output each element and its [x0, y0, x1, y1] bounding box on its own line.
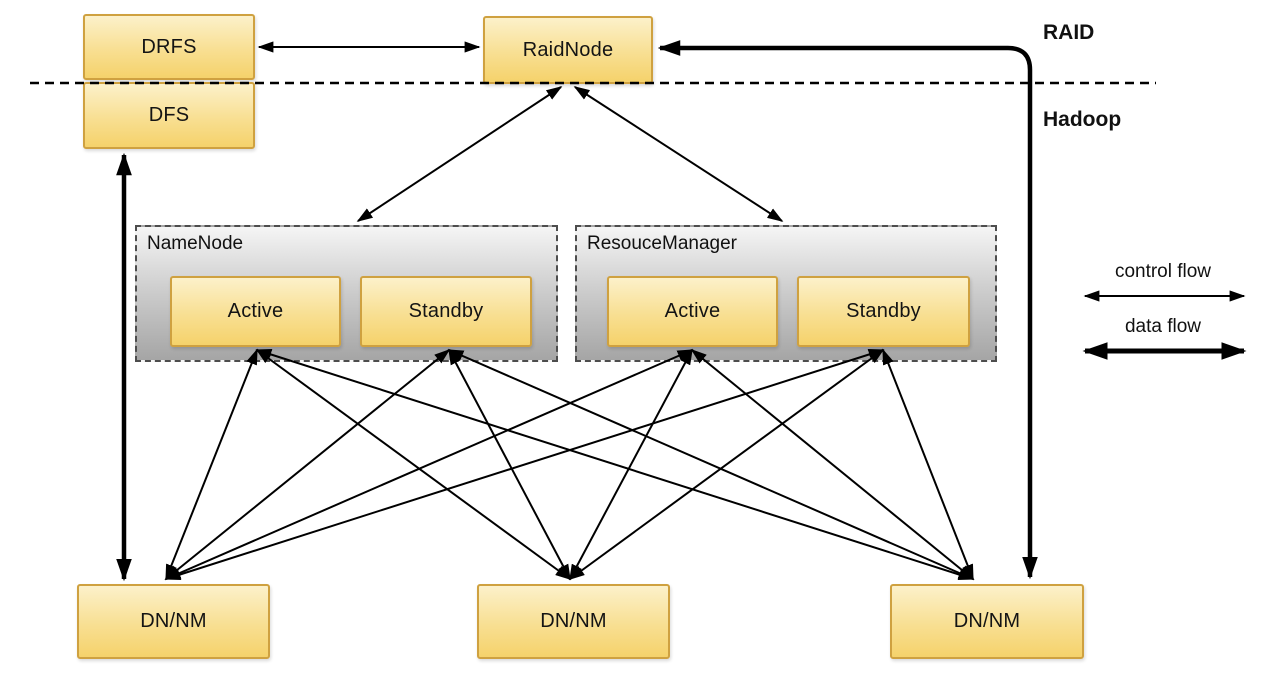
- raid-zone-label: RAID: [1043, 21, 1095, 44]
- raidnode-box: RaidNode: [483, 16, 653, 84]
- edge-rm-active-dnnm3: [690, 348, 975, 581]
- datanode-box-3: DN/NM: [890, 584, 1084, 659]
- edge-rm-standby-dnnm2: [568, 349, 885, 580]
- namenode-standby-box: Standby: [360, 276, 532, 347]
- edge-rm-standby-dnnm1: [164, 349, 885, 580]
- resourcemanager-standby-box: Standby: [797, 276, 970, 347]
- namenode-title: NameNode: [147, 233, 244, 254]
- resourcemanager-title: ResouceManager: [587, 233, 737, 254]
- legend-data-flow-label: data flow: [1124, 316, 1202, 337]
- namenode-active-box: Active: [170, 276, 341, 347]
- resourcemanager-active-box: Active: [607, 276, 778, 347]
- edge-nn-standby-dnnm3: [447, 349, 975, 580]
- edge-nn-active-dnnm2: [255, 349, 572, 580]
- edge-raidnode-namenode: [356, 86, 563, 222]
- edge-raidnode-resourcemanager: [573, 86, 784, 222]
- edge-nn-active-dnnm1: [165, 348, 258, 581]
- legend-control-flow-label: control flow: [1114, 261, 1212, 282]
- edge-rm-active-dnnm2: [569, 348, 693, 581]
- edge-nn-standby-dnnm1: [164, 348, 451, 581]
- edge-nn-standby-dnnm2: [448, 348, 571, 581]
- datanode-box-1: DN/NM: [77, 584, 270, 659]
- dfs-box: DFS: [83, 82, 255, 149]
- edge-nn-active-dnnm3: [255, 349, 975, 580]
- hadoop-zone-label: Hadoop: [1043, 108, 1122, 131]
- edge-rm-active-dnnm1: [164, 349, 694, 580]
- datanode-box-2: DN/NM: [477, 584, 670, 659]
- edge-rm-standby-dnnm3: [882, 348, 974, 581]
- drfs-box: DRFS: [83, 14, 255, 80]
